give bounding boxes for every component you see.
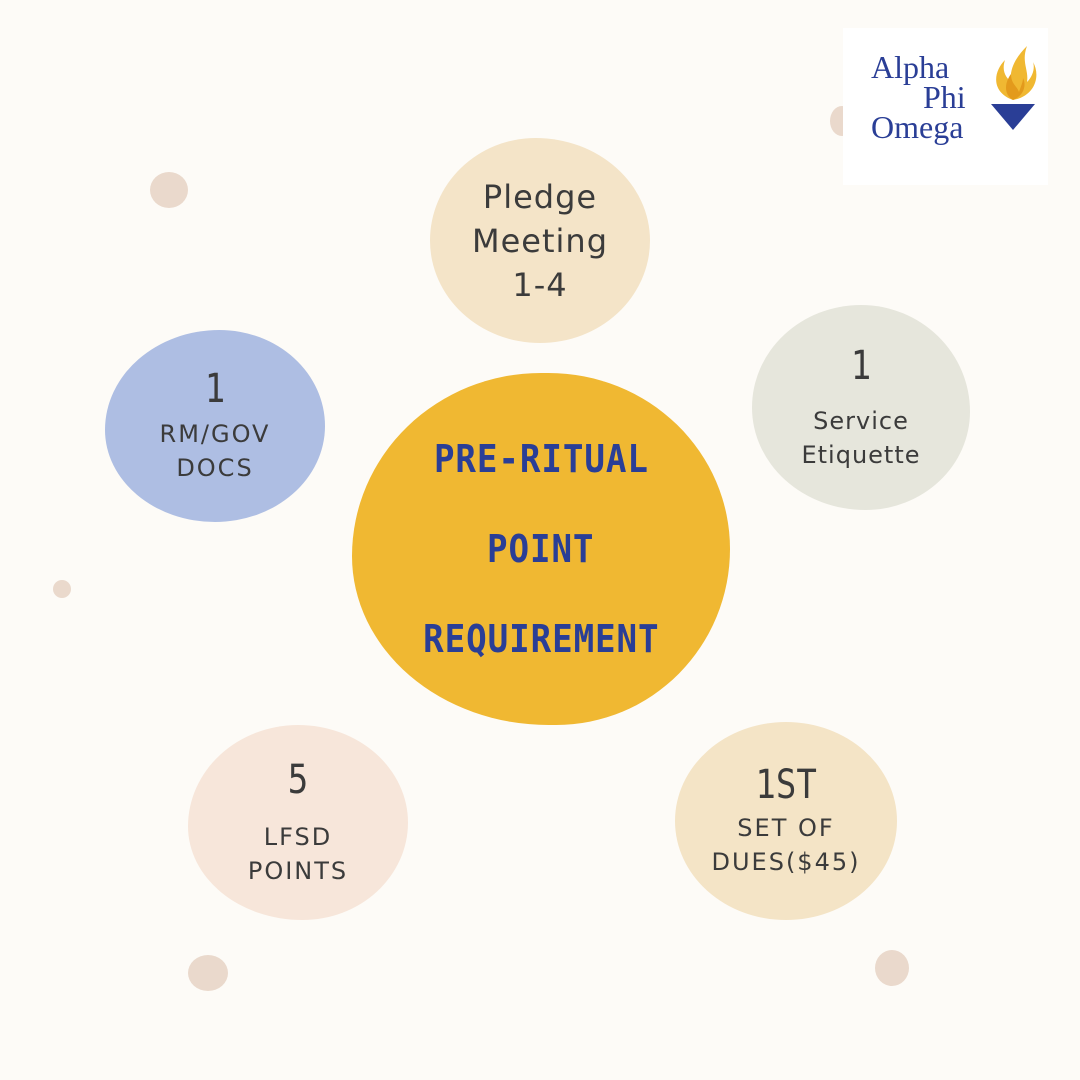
- decor-dot-4: [188, 955, 228, 991]
- rm-gov-line-1: RM/GOV: [159, 420, 271, 448]
- center-line-3: REQUIREMENT: [422, 617, 660, 661]
- pledge-meeting-bubble: Pledge Meeting 1-4: [430, 138, 650, 343]
- dues-line-2: DUES($45): [711, 848, 861, 876]
- lfsd-points-bubble: 5 LFSD POINTS: [188, 725, 408, 920]
- pledge-line-2: Meeting: [471, 221, 608, 260]
- decor-dot-1: [150, 172, 188, 208]
- dues-line-1: SET OF: [737, 814, 835, 842]
- rm-gov-docs-bubble: 1 RM/GOV DOCS: [105, 330, 325, 522]
- center-requirement-circle: PRE-RITUAL POINT REQUIREMENT: [352, 373, 730, 725]
- dues-bubble: 1ST SET OF DUES($45): [675, 722, 897, 920]
- alpha-phi-omega-logo: Alpha Phi Omega: [843, 28, 1048, 185]
- lfsd-line-2: POINTS: [247, 856, 349, 885]
- lfsd-line-1: LFSD: [263, 822, 333, 851]
- center-line-1: PRE-RITUAL: [433, 437, 649, 481]
- logo-word-omega: Omega: [871, 109, 964, 145]
- service-count: 1: [850, 342, 872, 389]
- decor-dot-5: [875, 950, 909, 986]
- service-line-1: Service: [813, 406, 909, 435]
- logo-wordmark: Alpha Phi Omega: [865, 49, 1005, 145]
- logo-word-phi: Phi: [923, 79, 966, 115]
- center-line-2: POINT: [487, 527, 595, 571]
- pledge-line-3: 1-4: [512, 265, 568, 304]
- service-etiquette-bubble: 1 Service Etiquette: [752, 305, 970, 510]
- rm-gov-line-2: DOCS: [176, 454, 254, 482]
- rm-gov-count: 1: [204, 366, 226, 412]
- torch-icon: [991, 46, 1037, 130]
- lfsd-count: 5: [287, 756, 309, 803]
- logo-word-alpha: Alpha: [871, 49, 950, 85]
- dues-count: 1ST: [755, 762, 817, 808]
- service-line-2: Etiquette: [801, 440, 921, 469]
- decor-dot-3: [53, 580, 71, 598]
- pledge-line-1: Pledge: [482, 177, 598, 216]
